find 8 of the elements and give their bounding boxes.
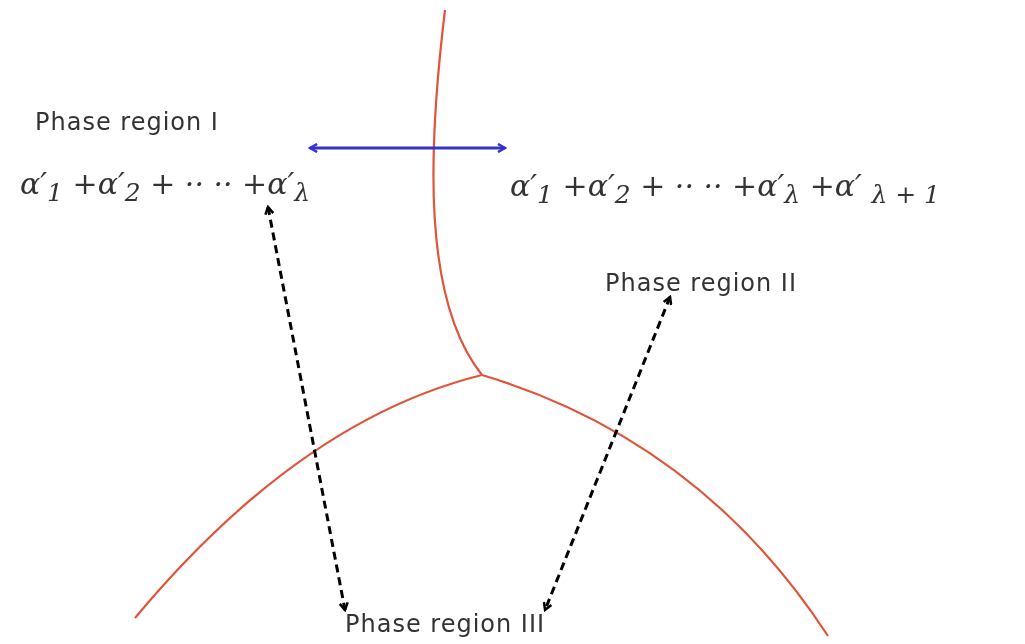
region-label: Phase region II bbox=[605, 269, 797, 297]
double-arrow bbox=[308, 142, 507, 154]
double-arrow bbox=[542, 295, 673, 612]
phase-formula: α′$_{1}$ +α′$_{2}$ + ·· ·· +α′$_{λ}$ +α′ $_{λ + 1}$ bbox=[510, 168, 940, 209]
region-label: Phase region III bbox=[345, 610, 546, 638]
region-label: Phase region I bbox=[35, 108, 219, 136]
double-arrow bbox=[264, 205, 349, 612]
phase-formula: α′$_{1}$ +α′$_{2}$ + ·· ·· +α′$_{λ}$ bbox=[20, 166, 311, 207]
